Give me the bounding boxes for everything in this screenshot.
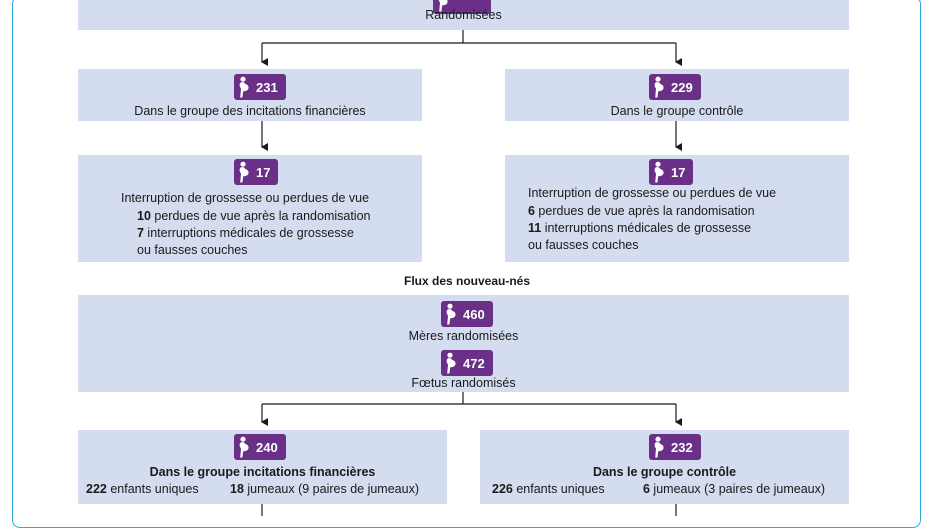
right-newborn-badge: 232 (649, 434, 701, 460)
left-loss-line2: 7 interruptions médicales de grossesse (137, 226, 354, 240)
right-group-count: 229 (671, 79, 693, 95)
pregnant-woman-icon (649, 434, 669, 460)
left-loss-line1: 10 perdues de vue après la randomisation (137, 209, 371, 223)
right-loss-line3: ou fausses couches (528, 238, 639, 252)
left-loss-count: 17 (256, 164, 271, 180)
pregnant-woman-icon (234, 159, 254, 185)
left-loss-title: Interruption de grossesse ou perdues de … (121, 191, 370, 205)
pregnant-woman-icon (649, 159, 669, 185)
right-newborn-count: 232 (671, 439, 693, 455)
right-newborn-twins: 6 jumeaux (3 paires de jumeaux) (643, 482, 826, 496)
pregnant-woman-icon (441, 350, 461, 376)
fetus-label: Fœtus randomisés (411, 376, 516, 390)
connector-top-split (262, 30, 676, 44)
pregnant-woman-icon (433, 0, 453, 14)
newborn-flow-heading: Flux des nouveau-nés (403, 274, 531, 288)
pregnant-woman-icon (234, 74, 254, 100)
left-newborn-count: 240 (256, 439, 278, 455)
left-loss-line3: ou fausses couches (137, 243, 248, 257)
right-loss-title: Interruption de grossesse ou perdues de … (528, 186, 777, 200)
right-loss-line1: 6 perdues de vue après la randomisation (528, 204, 755, 218)
left-group-badge: 231 (234, 74, 286, 100)
fetus-count: 472 (463, 355, 485, 371)
left-group-count: 231 (256, 79, 278, 95)
randomized-badge (433, 0, 491, 14)
mothers-count: 460 (463, 306, 485, 322)
left-group-label: Dans le groupe des incitations financièr… (134, 104, 366, 118)
randomized-label: Randomisées (425, 8, 502, 22)
right-loss-count: 17 (671, 164, 686, 180)
left-newborn-singles: 222 enfants uniques (86, 482, 199, 496)
fetus-badge: 472 (441, 350, 493, 376)
pregnant-woman-icon (234, 434, 254, 460)
right-loss-badge: 17 (649, 159, 694, 185)
pregnant-woman-icon (441, 301, 461, 327)
right-newborn-singles: 226 enfants uniques (492, 482, 605, 496)
right-group-badge: 229 (649, 74, 701, 100)
mothers-label: Mères randomisées (408, 329, 519, 343)
right-loss-line2: 11 interruptions médicales de grossesse (528, 221, 752, 235)
left-newborn-twins: 18 jumeaux (9 paires de jumeaux) (230, 482, 419, 496)
connector-newborn-split (262, 392, 676, 405)
left-newborn-badge: 240 (234, 434, 286, 460)
mothers-badge: 460 (441, 301, 493, 327)
left-newborn-title: Dans le groupe incitations financières (149, 465, 376, 479)
right-newborn-title: Dans le groupe contrôle (592, 465, 737, 479)
right-group-label: Dans le groupe contrôle (610, 104, 744, 118)
flow-connectors (261, 30, 682, 516)
left-loss-badge: 17 (234, 159, 279, 185)
pregnant-woman-icon (649, 74, 669, 100)
